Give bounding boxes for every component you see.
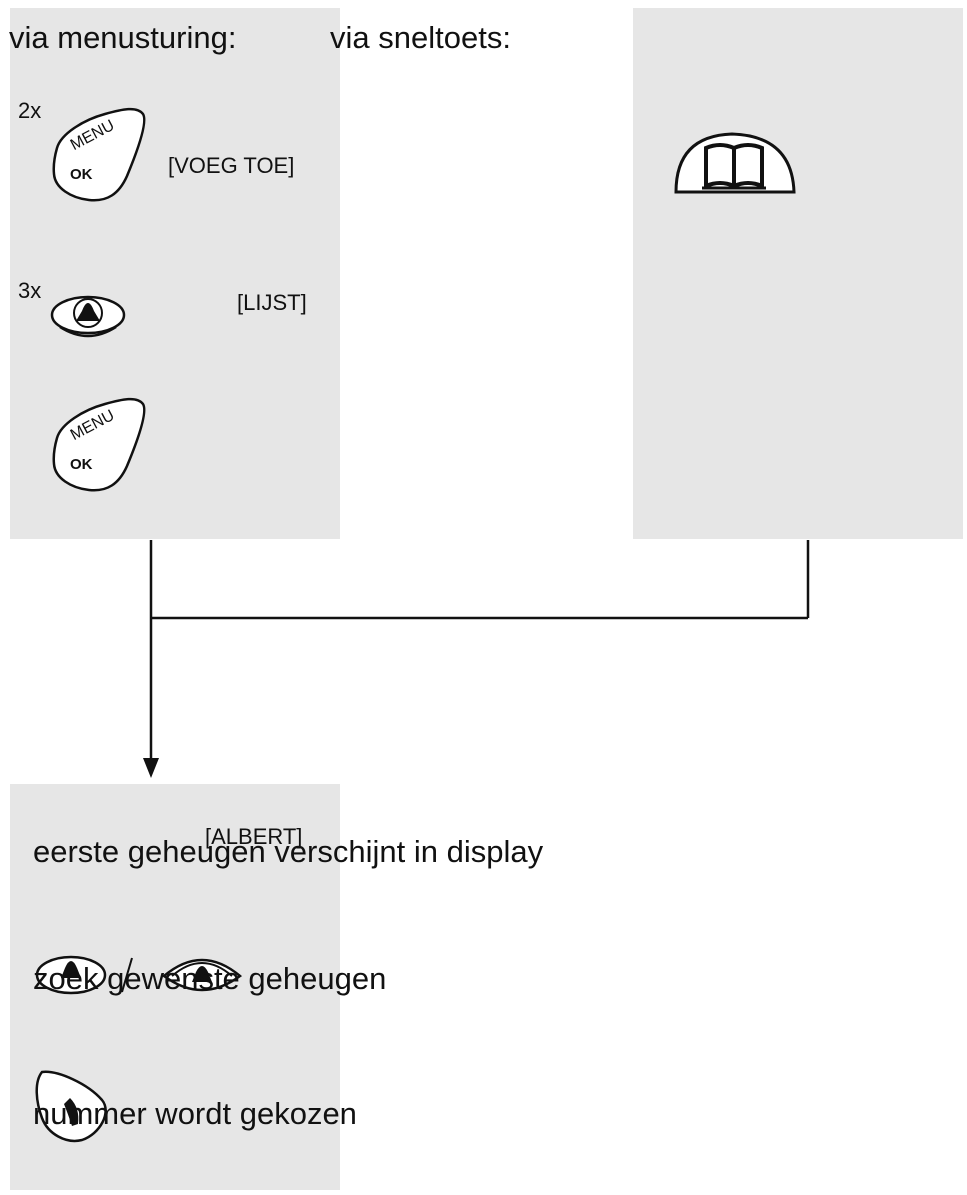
menu-ok-key-icon-2[interactable]: MENU OK [45, 390, 155, 500]
result-line-number-dialed: nummer wordt gekozen [33, 1096, 357, 1131]
heading-menu: via menusturing: [9, 20, 237, 55]
heading-shortcut: via sneltoets: [330, 20, 511, 55]
phonebook-key-icon[interactable] [670, 128, 800, 198]
display-voeg-toe: [VOEG TOE] [168, 153, 295, 178]
shortcut-panel [633, 8, 963, 539]
display-albert: [ALBERT] [205, 824, 303, 849]
scroll-down-key-icon-2[interactable] [33, 950, 113, 1000]
key-ok-label-2: OK [70, 456, 93, 473]
arrow-head [143, 758, 159, 778]
scroll-up-key-icon[interactable] [160, 946, 245, 1001]
result-line-first-memory: eerste geheugen verschijnt in display [33, 834, 544, 869]
slash-separator [121, 957, 133, 993]
step2-count: 3x [18, 278, 42, 303]
menu-ok-key-icon[interactable]: MENU OK [45, 100, 155, 210]
result-line-search-memory: zoek gewenste geheugen [33, 961, 387, 996]
key-ok-label: OK [70, 166, 93, 183]
display-lijst: [LIJST] [237, 290, 307, 315]
scroll-down-key-icon[interactable] [48, 287, 138, 347]
call-key-icon[interactable] [28, 1060, 118, 1150]
step1-count: 2x [18, 98, 42, 123]
